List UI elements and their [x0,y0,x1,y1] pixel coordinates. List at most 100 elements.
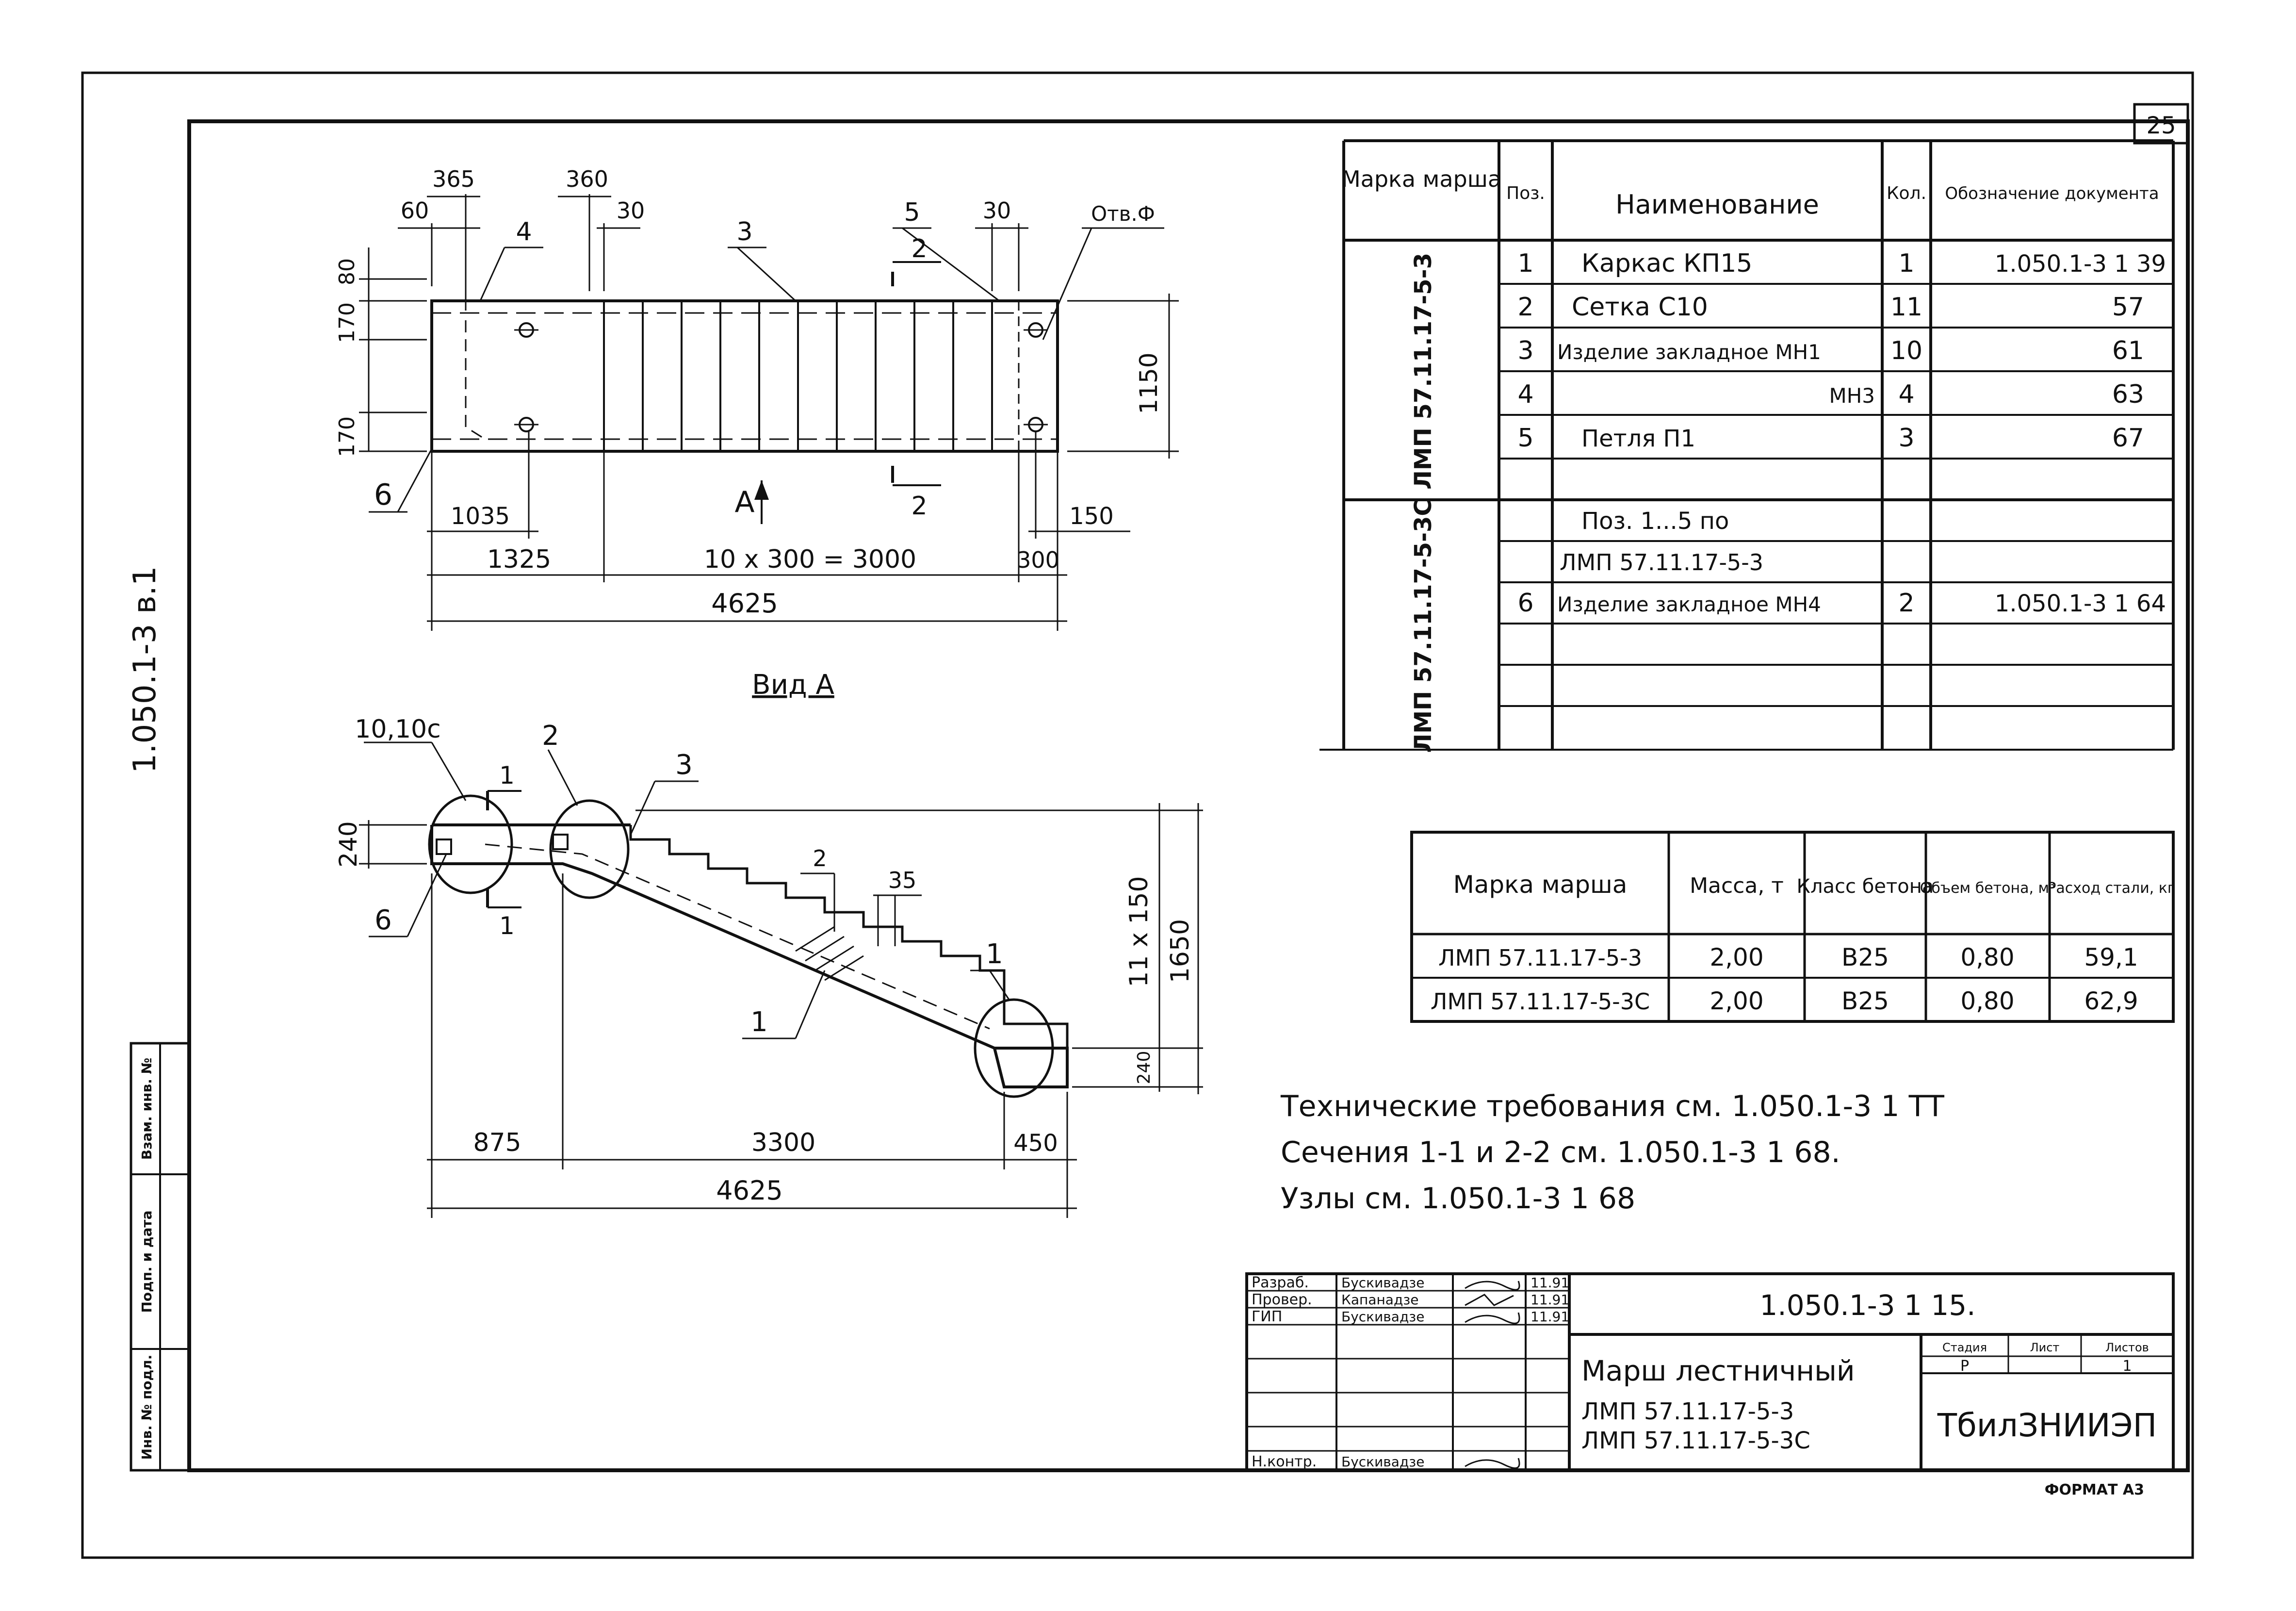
tb-stage-header: Стадия [1942,1341,1987,1354]
elev-section-mark-top: 1 [499,761,515,789]
tb-code: 1.050.1-3 1 15. [1759,1289,1975,1322]
tb-role-2: ГИП [1252,1308,1282,1325]
spec-header-doc: Обозначение документа [1945,184,2159,203]
mass-header-steel: Расход стали, кг [2047,880,2175,897]
mass-r1-mark: ЛМП 57.11.17-5-3 [1438,945,1642,971]
plan-dim-right: 1150 [1135,352,1163,414]
elev-dim-4625: 4625 [716,1175,782,1206]
tb-role-3: Н.контр. [1252,1453,1317,1470]
spec-r3-pos: 3 [1517,336,1533,365]
plan-dim-left-2: 170 [335,416,359,457]
mass-header-mark: Марка марша [1453,871,1628,899]
spec-g2-r3-qty: 2 [1898,589,1914,618]
plan-view: 60 365 360 30 30 4 3 5 6 Отв.Ф 2 2 [335,166,1179,631]
spec-r1-pos: 1 [1517,249,1533,278]
spec-r3-qty: 10 [1890,336,1922,365]
spec-r3-doc: 61 [2112,336,2144,365]
spec-r2-name: Сетка С10 [1572,293,1708,322]
spec-table: Марка марша Поз. Наименование Кол. Обозн… [1319,139,2175,753]
mass-r2-mark: ЛМП 57.11.17-5-3С [1431,988,1650,1015]
note-2: Сечения 1-1 и 2-2 см. 1.050.1-3 1 68. [1281,1135,1840,1169]
mass-r1-mass: 2,00 [1710,943,1763,971]
spec-header-mark: Марка марша [1341,166,1501,192]
elev-dim-240-right: 240 [1134,1051,1154,1085]
tb-stage-value: Р [1960,1358,1969,1375]
elev-dim-240-left: 240 [334,821,362,867]
spec-r5-doc: 67 [2112,424,2144,453]
elev-dim-450: 450 [1013,1130,1058,1157]
tb-mark-1: ЛМП 57.11.17-5-3 [1581,1398,1794,1425]
plan-dim-left-0: 80 [335,258,359,285]
mass-r1-volume: 0,80 [1960,943,2014,971]
mass-r2-volume: 0,80 [1960,987,2014,1015]
notes: Технические требования см. 1.050.1-3 1 Т… [1280,1089,1944,1216]
plan-callout-6: 6 [374,478,392,512]
mass-r2-steel: 62,9 [2084,987,2138,1015]
plan-dim-bottom-3: 10 x 300 = 3000 [704,545,916,574]
spec-r4-name: МН3 [1829,384,1875,408]
mass-table: Марка марша Масса, т Класс бетона Объем … [1410,831,2175,1023]
spec-r1-name: Каркас КП15 [1581,249,1752,278]
mass-header-class: Класс бетона [1797,875,1934,898]
page-number: 25 [2146,112,2176,139]
spec-header-name: Наименование [1615,189,1819,220]
spec-r2-doc: 57 [2112,293,2144,322]
format-label: ФОРМАТ А3 [2045,1481,2144,1498]
strip-cell-inv: Инв. № подл. [139,1355,155,1460]
binding-strip: Инв. № подл. Подп. и дата Взам. инв. № [130,1042,191,1472]
strip-cell-sign: Подп. и дата [139,1210,155,1313]
plan-dim-top-3: 30 [617,197,645,224]
spec-r4-pos: 4 [1517,380,1533,409]
elev-callout-6: 6 [375,904,392,936]
tb-role-0: Разраб. [1252,1274,1309,1291]
mass-header-mass: Масса, т [1690,873,1784,898]
plan-dim-top-0: 60 [401,197,429,224]
plan-callout-5: 5 [904,198,920,227]
elev-small-label-2: 2 [813,845,827,871]
strip-cell-replace: Взам. инв. № [139,1058,155,1160]
mass-r1-steel: 59,1 [2084,943,2138,971]
spec-r1-doc: 1.050.1-3 1 39 [1995,250,2166,278]
tb-sheet-header: Лист [2030,1341,2060,1354]
mass-r2-mass: 2,00 [1710,987,1763,1015]
plan-dim-bottom-4: 300 [1017,547,1059,573]
plan-callout-3: 3 [736,217,752,247]
spec-g2-r2-name: ЛМП 57.11.17-5-3 [1560,549,1763,575]
plan-dim-bottom-5: 4625 [711,588,778,619]
spec-header-qty: Кол. [1887,183,1926,203]
elev-callout-2: 2 [542,720,559,752]
elev-section-mark-bottom: 1 [499,912,515,940]
spec-r3-name: Изделие закладное МН1 [1557,340,1821,364]
tb-org: ТбилЗНИИЭП [1937,1407,2157,1444]
elev-dim-875: 875 [473,1128,521,1157]
section-mark-bottom: 2 [911,492,927,521]
spec-g2-r3-doc: 1.050.1-3 1 64 [1995,590,2166,617]
elev-callout-1b: 1 [986,938,1003,970]
view-a-title: Вид А [752,669,834,701]
plan-dim-top-4: 30 [983,197,1011,224]
side-code: 1.050.1-3 в.1 [127,566,163,773]
elev-small-label-35: 35 [888,867,917,893]
plan-dim-top-1: 365 [432,166,475,192]
spec-group-mark-1: ЛМП 57.11.17-5-3 [1410,253,1437,490]
page-number-box: 25 [2133,103,2189,145]
tb-date-2: 11.91 [1531,1309,1569,1325]
elev-callout-1a: 1 [750,1006,768,1038]
tb-mark-2: ЛМП 57.11.17-5-3С [1581,1427,1810,1454]
spec-r5-name: Петля П1 [1581,425,1695,452]
title-block: Разраб. Провер. ГИП Н.контр. Бускивадзе … [1245,1272,2175,1472]
tb-sheets-header: Листов [2105,1341,2149,1354]
spec-r2-pos: 2 [1517,293,1533,322]
spec-r5-qty: 3 [1898,424,1914,453]
tb-name-0: Бускивадзе [1341,1275,1424,1291]
spec-r1-qty: 1 [1898,249,1914,278]
spec-r2-qty: 11 [1890,293,1922,322]
tb-name-1: Капанадзе [1341,1292,1418,1308]
spec-r5-pos: 5 [1517,424,1533,453]
tb-sheets-value: 1 [2122,1358,2132,1375]
tb-role-1: Провер. [1252,1291,1312,1308]
note-3: Узлы см. 1.050.1-3 1 68 [1281,1182,1635,1216]
mass-r1-class: В25 [1841,943,1889,971]
tb-date-1: 11.91 [1531,1292,1569,1308]
